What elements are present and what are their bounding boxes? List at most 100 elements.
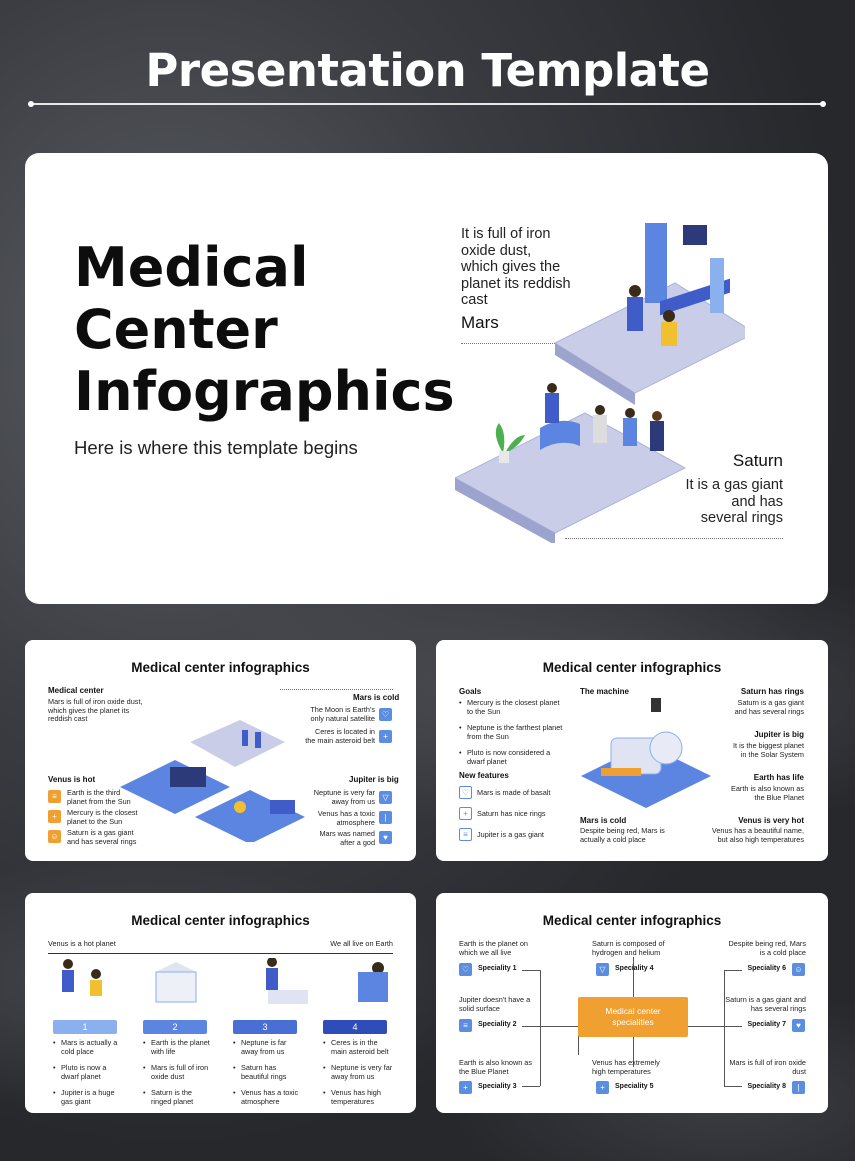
heart-icon: ♥ (379, 831, 392, 844)
flask-icon: ▽ (596, 963, 609, 976)
slide2-new-features: New features (459, 771, 509, 780)
thermometer-icon: | (379, 811, 392, 824)
isometric-clinic-illustration (455, 223, 745, 543)
slide2-goal-list: Mercury is the closest planet to the Sun… (459, 698, 564, 775)
slide2-earth-text: Earth is also known as the Blue Planet (730, 784, 804, 802)
slide2-jupiter-big: Jupiter is big (754, 730, 804, 739)
spec-5-text: Venus has extremely high temperatures (592, 1058, 660, 1076)
spec-4-text: Saturn is composed of hydrogen and heliu… (592, 939, 665, 957)
connector-line (724, 1086, 742, 1087)
connector-line (578, 1025, 579, 1055)
slide1-jupiter-big: Jupiter is big (349, 775, 399, 784)
stethoscope-icon: ♡ (459, 786, 472, 799)
connector-line (724, 970, 742, 971)
step-item: Neptune is very far away from us (323, 1063, 393, 1081)
spec-7-label: Speciality 7 (747, 1021, 786, 1028)
clipboard-icon: ≡ (459, 1019, 472, 1032)
slide-thumbnail-3[interactable]: Medical center infographics Venus is a h… (25, 893, 416, 1113)
slide2-mars-cold: Mars is cold (580, 816, 627, 825)
step-3-badge: 3 (233, 1020, 297, 1034)
step-item: Venus has a toxic atmosphere (233, 1089, 303, 1106)
slide-thumbnail-1[interactable]: Medical center infographics Medical cent… (25, 640, 416, 861)
pill-icon: + (459, 807, 472, 820)
spec-5-label: Speciality 5 (615, 1083, 654, 1090)
heart-icon: ♥ (792, 1019, 805, 1032)
specialities-center-box: Medical center specialities (578, 997, 688, 1037)
connector-line (522, 970, 540, 971)
slide1-neptune: Neptune is very far away from us (313, 788, 375, 806)
mars-text: It is full of iron oxide dust, which giv… (461, 226, 571, 308)
spec-3-label: Speciality 3 (478, 1083, 517, 1090)
slide1-venus-hot: Venus is hot (48, 775, 96, 784)
step-1-badge: 1 (53, 1020, 117, 1034)
step-3-list: Neptune is far away from us Saturn has b… (233, 1038, 303, 1113)
slide2-jupiter-text: It is the biggest planet in the Solar Sy… (733, 741, 804, 759)
slide2-machine-illustration (581, 698, 711, 808)
clipboard-icon: ≡ (459, 828, 472, 841)
slide1-mars-god: Mars was named after a god (319, 829, 375, 847)
step-item: Neptune is far away from us (233, 1038, 303, 1056)
slide1-divider-1 (280, 689, 393, 690)
spec-6-text: Despite being red, Mars is a cold place (728, 939, 806, 957)
main-subtitle: Here is where this template begins (74, 437, 358, 458)
spec-8-label: Speciality 8 (747, 1083, 786, 1090)
thermometer-icon: | (792, 1081, 805, 1094)
main-slide-preview[interactable]: Medical Center Infographics Here is wher… (25, 153, 828, 604)
slide1-moon: The Moon is Earth's only natural satelli… (310, 705, 375, 723)
step-1-list: Mars is actually a cold place Pluto is n… (53, 1038, 123, 1113)
slide1-mercury: Mercury is the closest planet to the Sun (67, 808, 138, 826)
spec-1-label: Speciality 1 (478, 965, 517, 972)
spec-6-label: Speciality 6 (747, 965, 786, 972)
feature-item: Mars is made of basalt (477, 788, 551, 797)
connector-line (633, 957, 634, 997)
slide2-earth-life: Earth has life (753, 773, 804, 782)
goal-item: Mercury is the closest planet to the Sun (459, 698, 564, 716)
page-header: Presentation Template (145, 44, 710, 97)
step-item: Pluto is now a dwarf planet (53, 1063, 123, 1081)
connector-line (724, 970, 725, 1086)
step-item: Saturn is the ringed planet (143, 1089, 213, 1106)
slide1-ceres: Ceres is located in the main asteroid be… (305, 727, 375, 745)
doctor-icon: ☺ (48, 830, 61, 843)
slide3-right-label: We all live on Earth (330, 939, 393, 948)
spec-1-text: Earth is the planet on which we all live (459, 939, 528, 957)
slide1-clinic-illustration (120, 720, 305, 842)
doctor-icon: ☺ (792, 963, 805, 976)
step-2-badge: 2 (143, 1020, 207, 1034)
saturn-label: Saturn (732, 451, 783, 470)
slide4-title: Medical center infographics (542, 913, 722, 928)
pill-icon: + (379, 730, 392, 743)
step-item: Earth is the planet with life (143, 1038, 213, 1056)
goal-item: Neptune is the farthest planet from the … (459, 723, 564, 741)
slide2-mars-text: Despite being red, Mars is actually a co… (580, 826, 665, 844)
slide1-earth: Earth is the third planet from the Sun (67, 788, 131, 806)
slide3-people-illustrations (62, 958, 388, 1004)
spec-4-label: Speciality 4 (615, 965, 654, 972)
saturn-text: It is a gas giant and has several rings (685, 477, 783, 526)
slide1-medical-center: Medical center (48, 686, 104, 695)
slide1-title: Medical center infographics (131, 660, 310, 675)
connector-line (522, 1026, 578, 1027)
step-item: Venus has high temperatures (323, 1089, 393, 1106)
step-4-badge: 4 (323, 1020, 387, 1034)
mars-label: Mars (461, 313, 499, 332)
flask-icon: ▽ (379, 791, 392, 804)
header-divider (28, 101, 826, 107)
slide1-saturn: Saturn is a gas giant and has several ri… (67, 828, 137, 846)
slide-thumbnail-4[interactable]: Medical center infographics Medical cent… (436, 893, 828, 1113)
step-item: Jupiter is a huge gas giant (53, 1089, 123, 1106)
slide2-goals: Goals (459, 687, 482, 696)
slide2-venus-text: Venus has a beautiful name, but also hig… (711, 826, 804, 844)
spec-2-label: Speciality 2 (478, 1021, 517, 1028)
step-4-list: Ceres is in the main asteroid belt Neptu… (323, 1038, 393, 1113)
slide3-arrow-line (48, 953, 393, 954)
slide2-saturn-rings: Saturn has rings (740, 687, 804, 696)
mars-divider (461, 343, 555, 344)
slide2-machine: The machine (580, 687, 629, 696)
step-item: Mars is actually a cold place (53, 1038, 123, 1056)
spec-2-text: Jupiter doesn't have a solid surface (459, 995, 531, 1013)
slide-thumbnail-2[interactable]: Medical center infographics Goals Mercur… (436, 640, 828, 861)
connector-line (633, 1037, 634, 1067)
spec-8-text: Mars is full of iron oxide dust (729, 1058, 806, 1076)
syringe-icon: + (596, 1081, 609, 1094)
